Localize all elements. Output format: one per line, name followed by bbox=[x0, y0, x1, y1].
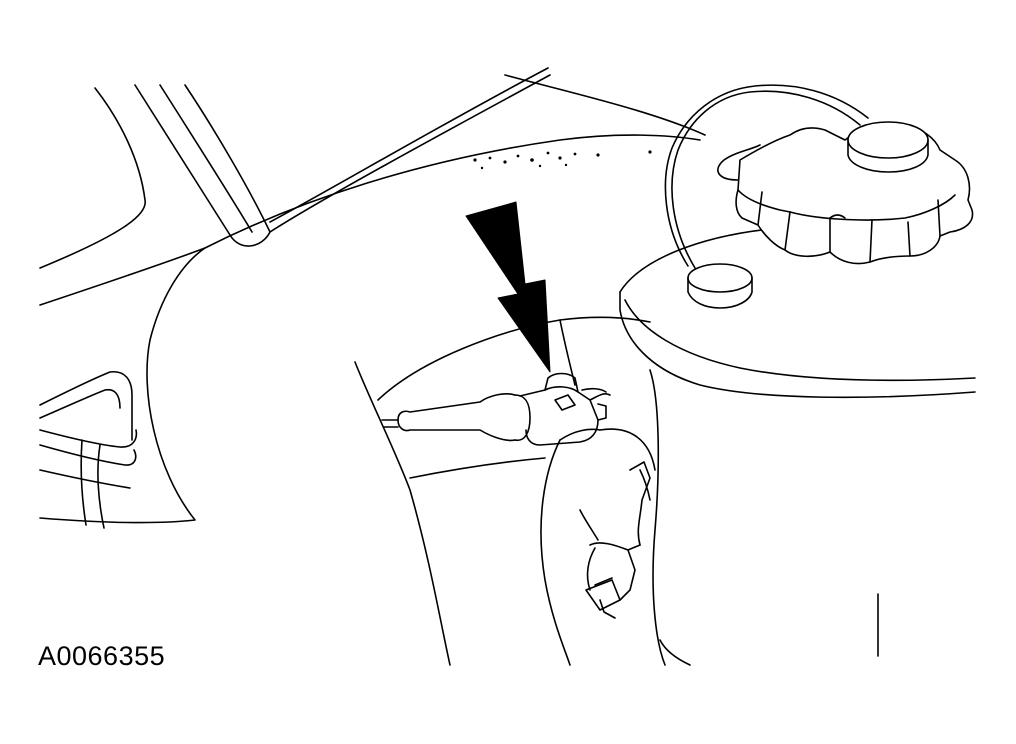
fluid-level-sensor-connector bbox=[381, 372, 611, 446]
surface-texture-dots bbox=[473, 150, 652, 170]
upper-left-body-panel bbox=[39, 67, 706, 306]
hose-and-clamp bbox=[540, 428, 656, 666]
reservoir-body bbox=[619, 227, 976, 666]
figure-id-label: A0066355 bbox=[38, 641, 166, 671]
pointer-arrow-icon bbox=[465, 201, 551, 373]
left-side-components bbox=[39, 370, 138, 529]
reservoir-filler-cap bbox=[664, 84, 974, 309]
reservoir-upper-surface bbox=[39, 134, 701, 524]
